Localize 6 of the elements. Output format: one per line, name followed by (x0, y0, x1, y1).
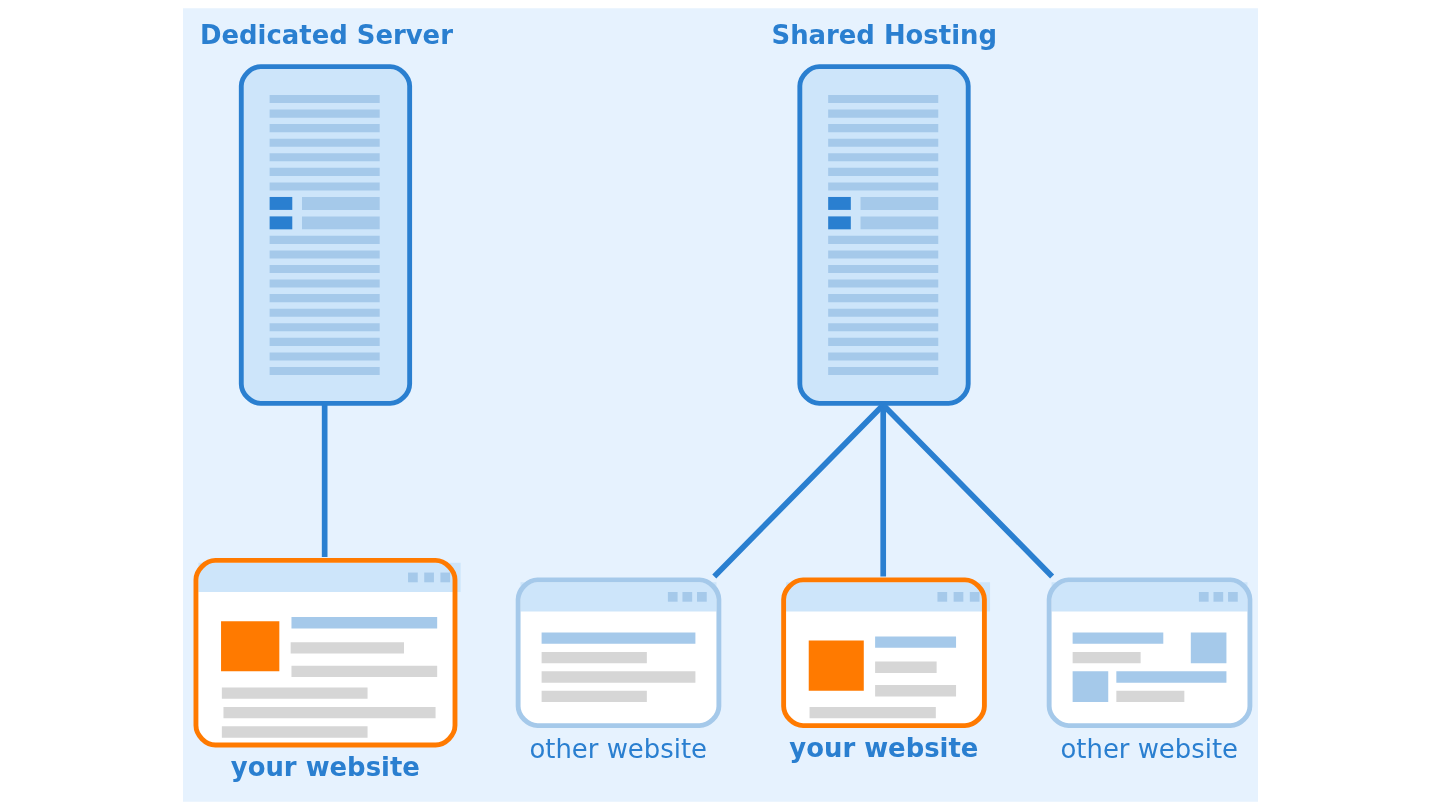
node-label: other website (1059, 734, 1238, 765)
node-label: your website (788, 732, 978, 763)
node-label: your website (230, 752, 420, 783)
node-label: Shared Hosting (771, 20, 997, 51)
node-label: other website (528, 734, 707, 765)
node-label: Dedicated Server (199, 20, 453, 51)
